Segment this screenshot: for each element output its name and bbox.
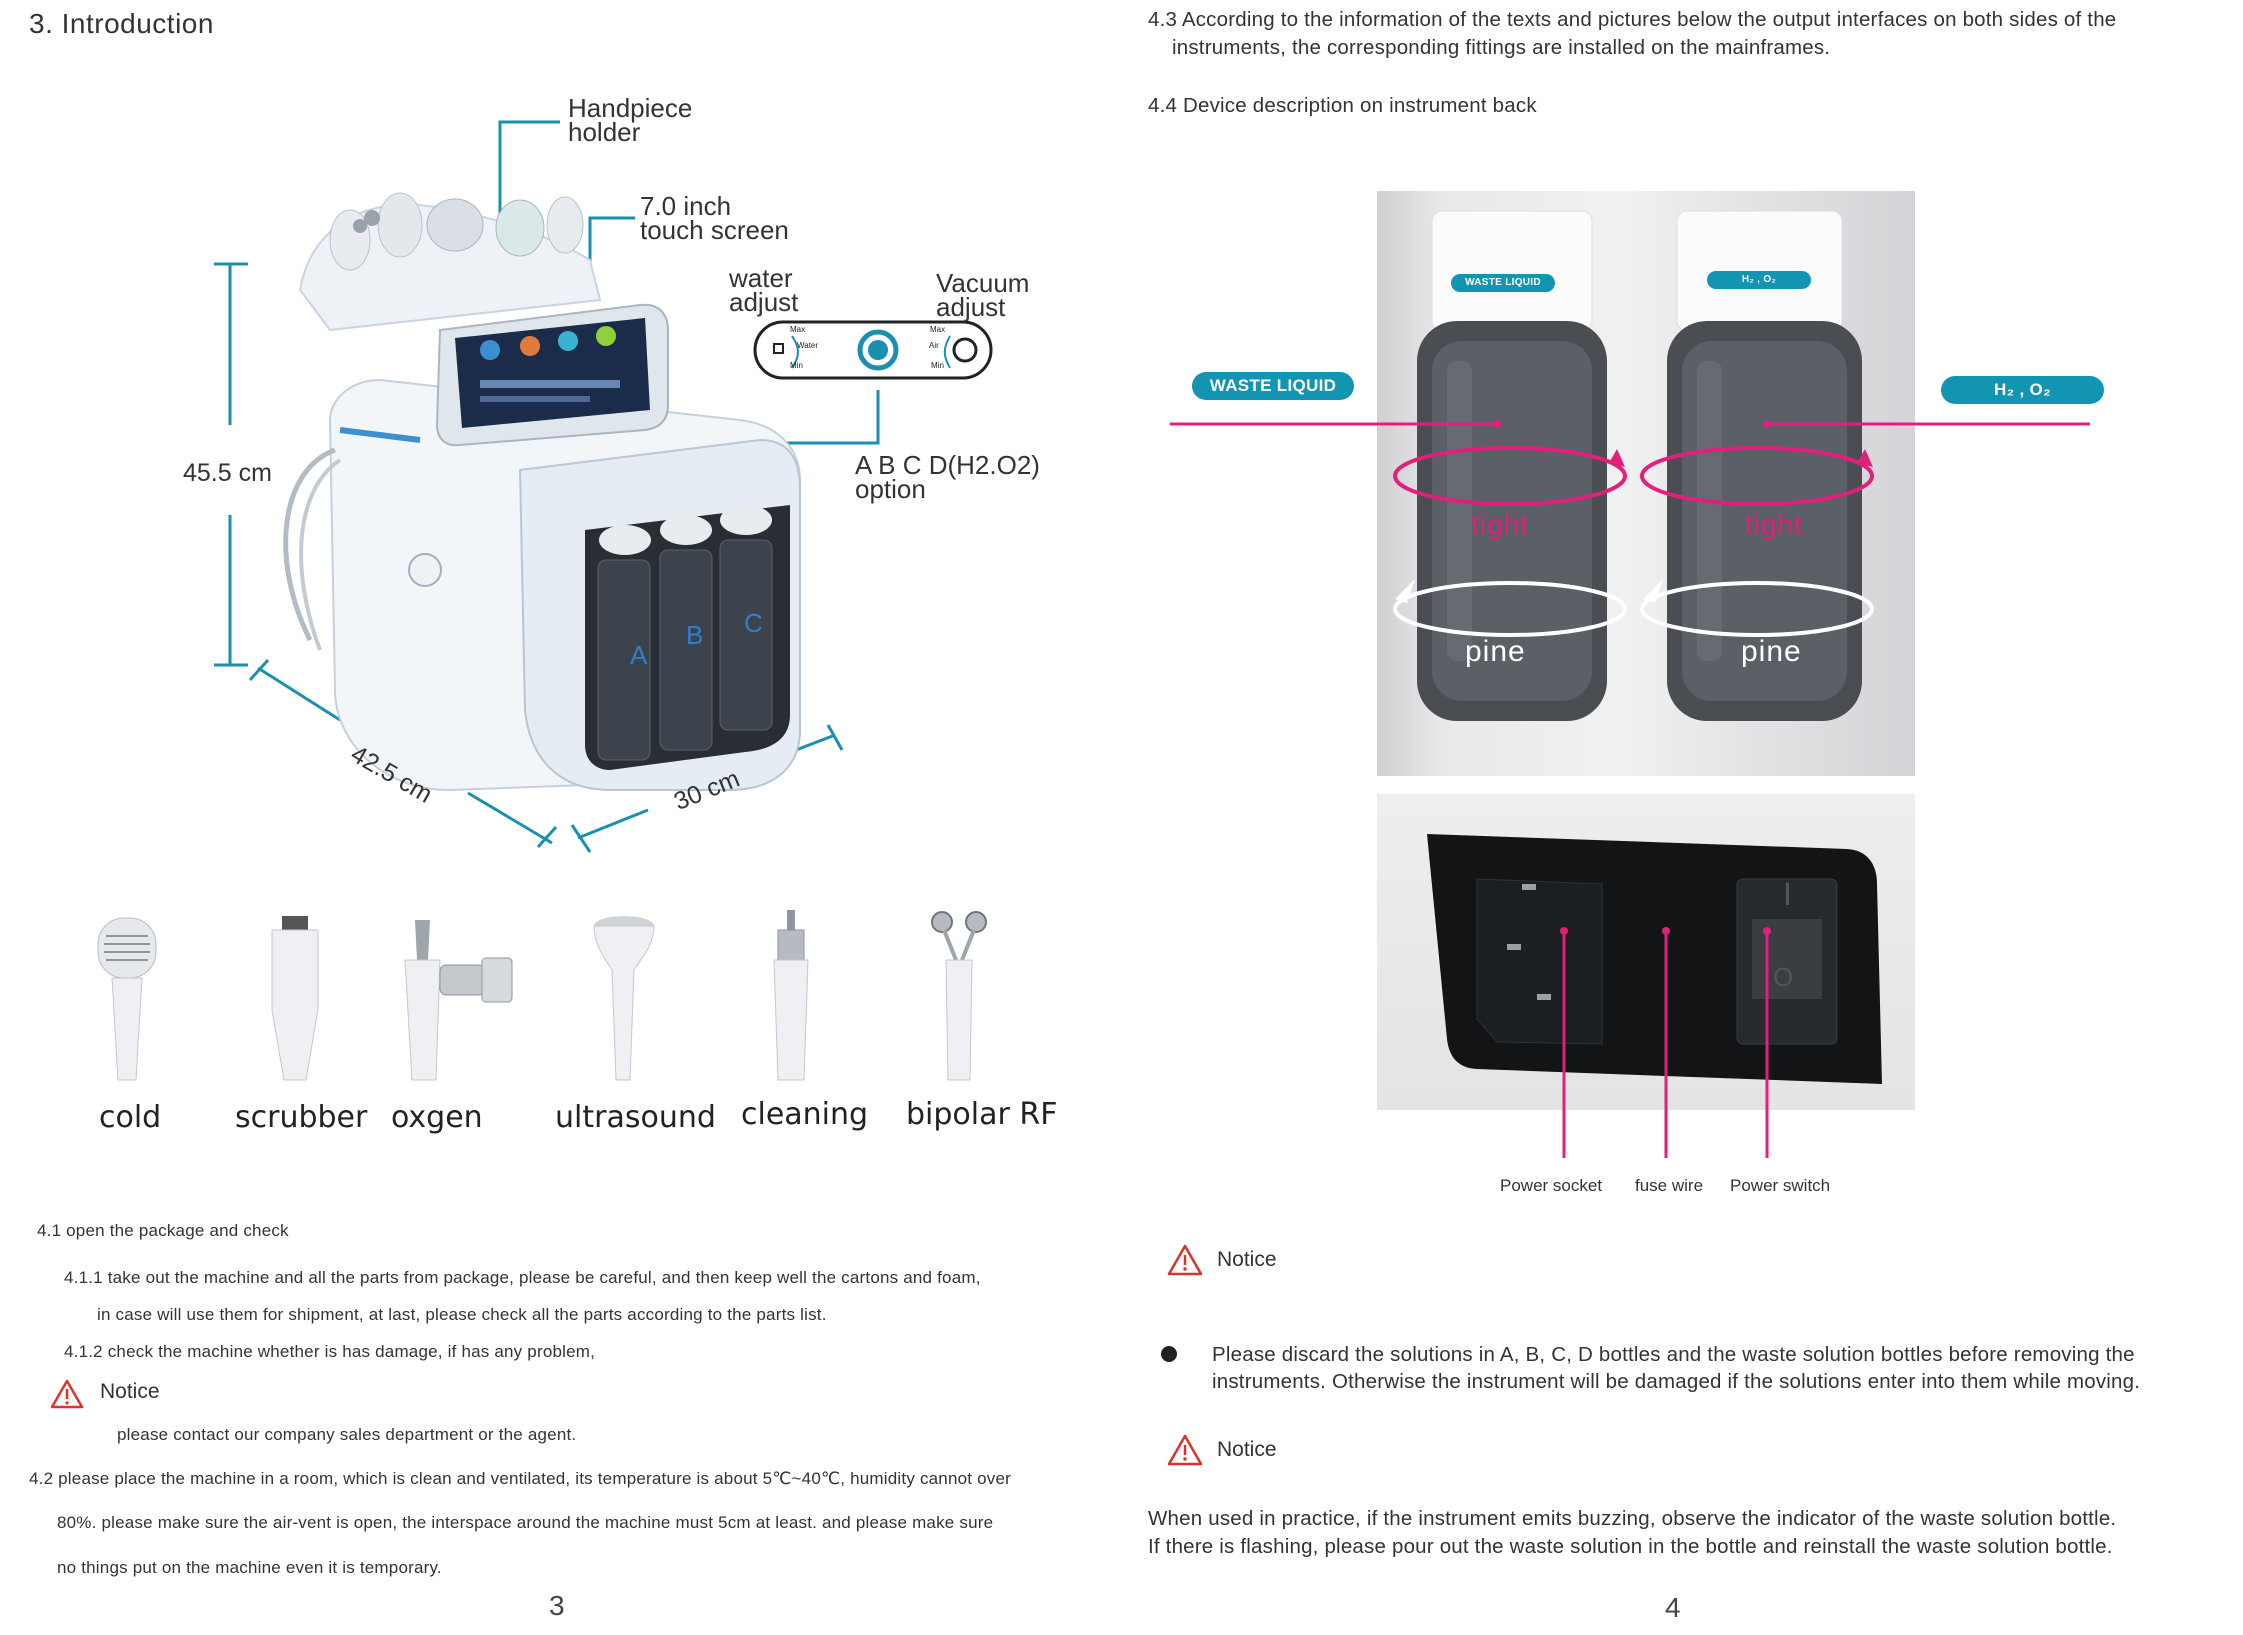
bottle-letter-a: A	[630, 640, 648, 670]
switch-mark-on: I	[1783, 876, 1792, 912]
bottle-pointer-lines	[1170, 420, 2090, 428]
section-4-3-line2: instruments, the corresponding fittings …	[1172, 36, 1831, 59]
page-number-left: 3	[549, 1590, 565, 1621]
dimension-height: 45.5 cm	[183, 459, 272, 487]
handpiece-label-cleaning: cleaning	[741, 1097, 869, 1132]
label-power-socket: Power socket	[1500, 1176, 1603, 1195]
bottle-letter-b: B	[686, 620, 704, 650]
warning-icon	[1167, 1434, 1203, 1466]
handpiece-label-ultrasound: ultrasound	[555, 1100, 716, 1135]
notice-label-2: Notice	[1217, 1438, 1277, 1461]
cold-handpiece-icon	[97, 917, 157, 1081]
section-4-1-1-line1: 4.1.1 take out the machine and all the p…	[64, 1268, 981, 1287]
switch-mark-off: O	[1773, 962, 1794, 992]
label-power-switch: Power switch	[1730, 1176, 1831, 1195]
page-right: 4.3 According to the information of the …	[1121, 0, 2243, 1635]
callout-water-adjust: water adjust	[729, 263, 799, 317]
warning-icon	[1167, 1244, 1203, 1276]
scrubber-handpiece-icon	[271, 916, 319, 1081]
label-fuse-wire: fuse wire	[1635, 1176, 1704, 1195]
section-4-4: 4.4 Device description on instrument bac…	[1148, 94, 1537, 117]
final-line1: When used in practice, if the instrument…	[1148, 1507, 2117, 1530]
section-4-3-line1: 4.3 According to the information of the …	[1148, 8, 2117, 31]
section-4-1-title: 4.1 open the package and check	[37, 1221, 289, 1240]
cap-label-h2o2: H₂ , O₂	[1707, 271, 1811, 289]
dimension-lines	[214, 262, 844, 853]
tight-label-left: tight	[1471, 509, 1529, 540]
section-4-2-line1: 4.2 please place the machine in a room, …	[29, 1469, 1011, 1488]
pine-label-right: pine	[1741, 635, 1802, 668]
cap-label-waste: WASTE LIQUID	[1451, 274, 1555, 292]
section-4-1-2: 4.1.2 check the machine whether is has d…	[64, 1342, 596, 1361]
section-title: 3. Introduction	[29, 8, 214, 39]
pine-label-left: pine	[1465, 635, 1526, 668]
callout-bottle-option: A B C D(H2.O2) option	[855, 450, 1040, 504]
callout-vacuum-adjust: Vacuum adjust	[936, 268, 1030, 322]
cleaning-handpiece-icon	[773, 910, 809, 1081]
bipolar-rf-handpiece-icon	[931, 911, 987, 1081]
callout-handpiece-holder: Handpiece holder	[568, 93, 693, 147]
knob-right-max: Max	[930, 325, 946, 334]
page-left: 3. Introduction	[0, 0, 1121, 1635]
notice-label: Notice	[100, 1380, 160, 1403]
notice-text: please contact our company sales departm…	[117, 1425, 577, 1444]
notice-label-1: Notice	[1217, 1248, 1277, 1271]
callout-touch-screen: 7.0 inch touch screen	[640, 191, 789, 245]
power-pointer-lines-ext	[1562, 1110, 1769, 1158]
handpieces-row	[97, 910, 987, 1081]
bottles-photo: WASTE LIQUID H₂ , O₂ tight tight pine pi…	[1377, 191, 1915, 776]
bullet-line2: instruments. Otherwise the instrument wi…	[1212, 1370, 2141, 1393]
tight-label-right: tight	[1745, 509, 1803, 540]
warning-icon	[50, 1379, 84, 1409]
final-line2: If there is flashing, please pour out th…	[1148, 1535, 2113, 1558]
section-4-2-line2: 80%. please make sure the air-vent is op…	[57, 1513, 994, 1532]
bottle-letter-c: C	[744, 608, 763, 638]
ultrasound-handpiece-icon	[593, 916, 655, 1081]
section-4-2-line3: no things put on the machine even it is …	[57, 1558, 442, 1577]
knob-right-min: Min	[931, 361, 944, 370]
knob-right-label: Air	[929, 341, 939, 350]
oxygen-handpiece-icon	[404, 920, 513, 1081]
knob-left-max: Max	[790, 325, 806, 334]
waste-liquid-tag: WASTE LIQUID	[1192, 372, 1354, 400]
handpiece-label-oxygen: oxgen	[391, 1100, 483, 1135]
page-number-right: 4	[1665, 1592, 1681, 1623]
knob-left-min: Min	[790, 361, 803, 370]
handpiece-label-scrubber: scrubber	[235, 1100, 368, 1135]
machine-illustration	[214, 120, 993, 853]
knob-left-label: Water	[797, 341, 819, 350]
bullet-dot	[1161, 1346, 1177, 1362]
h2-o2-tag: H₂ , O₂	[1941, 376, 2104, 404]
bullet-line1: Please discard the solutions in A, B, C,…	[1212, 1343, 2135, 1366]
handpiece-label-bipolar-rf: bipolar RF	[906, 1097, 1058, 1132]
knob-panel	[753, 320, 993, 380]
power-panel-photo: I O	[1377, 794, 1915, 1110]
machine-body	[283, 192, 801, 792]
section-4-1-1-line2: in case will use them for shipment, at l…	[97, 1305, 827, 1324]
handpiece-label-cold: cold	[99, 1100, 162, 1135]
